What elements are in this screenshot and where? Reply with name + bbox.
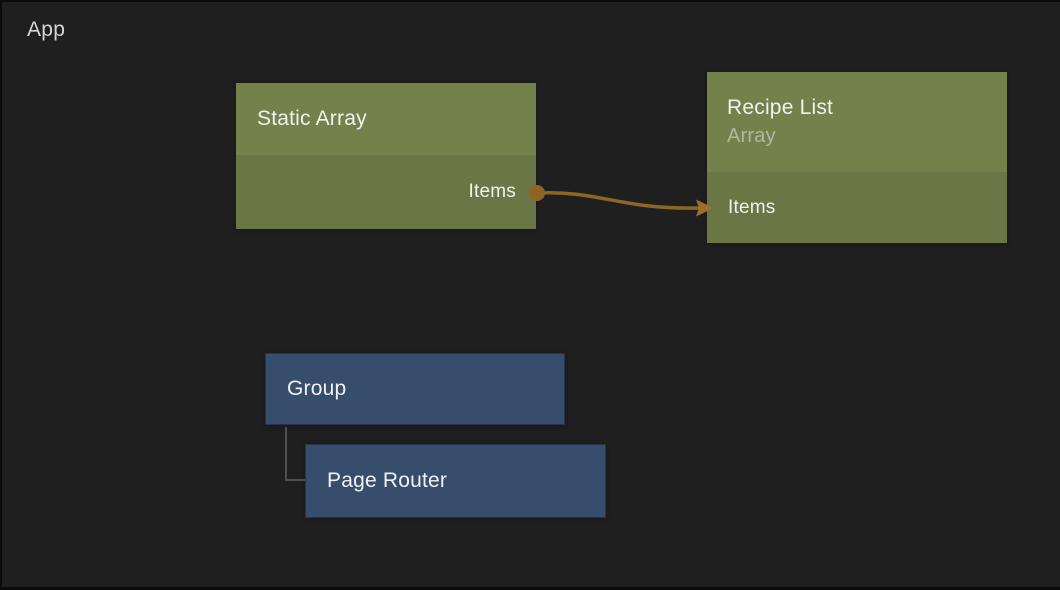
app-breadcrumb-label[interactable]: App [27,18,66,41]
node-title: Static Array [257,107,367,130]
node-recipe-list[interactable]: Recipe List Array Items [707,72,1007,243]
node-static-array[interactable]: Static Array Items [236,83,536,229]
child-connector-line-vertical [285,427,287,481]
node-group[interactable]: Group [265,353,565,425]
child-connector-line-horizontal [285,479,305,481]
node-title: Recipe List [727,96,834,119]
node-recipe-list-body: Items [707,172,1007,243]
node-static-array-body: Items [236,155,536,229]
node-static-array-header[interactable]: Static Array [236,83,536,155]
canvas-edge-bottom [0,587,1060,590]
node-recipe-list-header[interactable]: Recipe List Array [707,72,1007,172]
node-title: Group [287,377,347,400]
node-title: Page Router [327,469,448,492]
canvas-edge-top [0,0,1060,2]
input-port-items[interactable]: Items [728,196,776,218]
output-port-items[interactable]: Items [468,181,516,202]
node-subtitle: Array [727,125,776,147]
connection-wire[interactable] [535,190,701,210]
node-page-router[interactable]: Page Router [305,444,606,518]
canvas-edge-left [0,0,2,590]
